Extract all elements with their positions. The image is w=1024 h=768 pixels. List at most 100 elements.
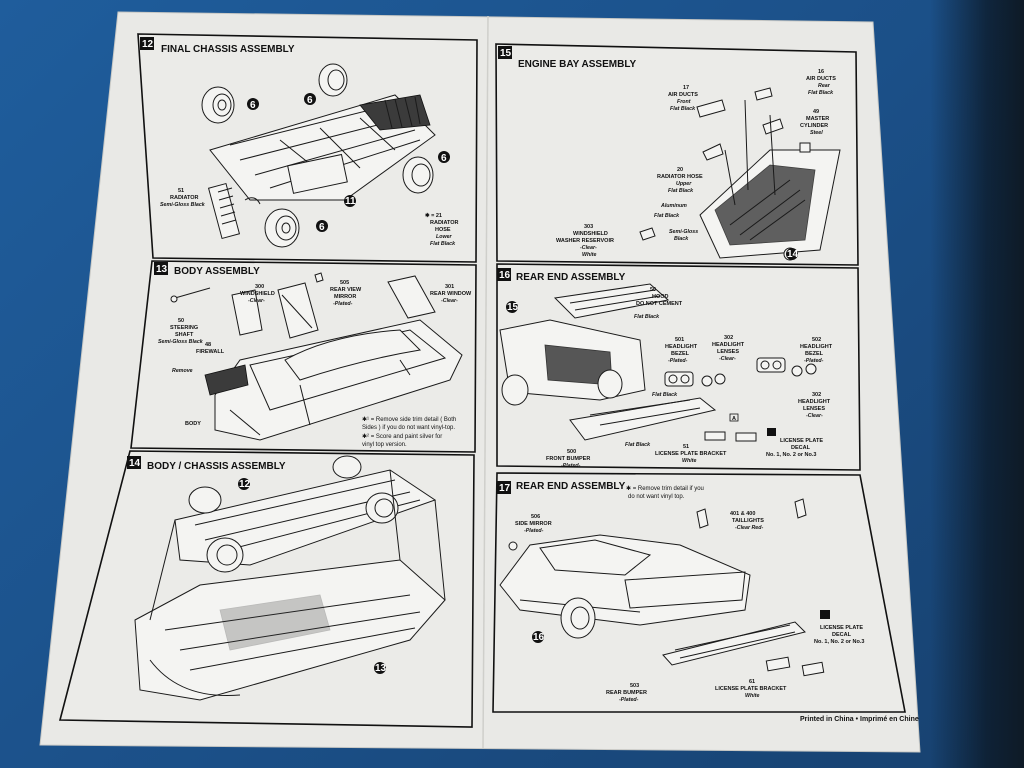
label-mirror: REAR VIEW	[330, 287, 362, 293]
label-bracket-17-num: 61	[749, 679, 755, 685]
svg-text:13: 13	[375, 663, 387, 674]
label-rear-bumper-num: 503	[630, 683, 639, 689]
label-rear-window-finish: -Clear-	[441, 298, 458, 304]
label-upper-hose-finish: Flat Black	[668, 188, 694, 194]
label-duct-front-num: 17	[683, 85, 689, 91]
side-mirror-part	[508, 541, 518, 551]
wheel-rear-left	[318, 63, 348, 97]
label-side-mirror: SIDE MIRROR	[515, 521, 552, 527]
mirror-part	[314, 272, 324, 283]
svg-text:14: 14	[787, 249, 799, 260]
label-side-mirror-num: 506	[531, 514, 540, 520]
label-marker: A	[732, 416, 736, 422]
label-steering-finish: Semi-Gloss Black	[158, 339, 204, 345]
label-washer: WINDSHIELD	[573, 231, 608, 237]
taillight-parts	[696, 498, 807, 529]
label-hood-note: DO NOT CEMENT	[636, 301, 683, 307]
label-aluminum: Aluminum	[660, 203, 687, 209]
callout-15: 15	[506, 301, 519, 313]
panel-16-title: REAR END ASSEMBLY	[516, 272, 626, 283]
label-bezel-r2: BEZEL	[805, 351, 824, 357]
label-windshield-num: 300	[255, 284, 264, 290]
panel-15-title: ENGINE BAY ASSEMBLY	[518, 59, 637, 70]
label-windshield: WINDSHIELD	[240, 291, 275, 297]
wheel-front-left	[201, 86, 235, 124]
body-shell-illustration	[204, 319, 463, 441]
label-master-num: 49	[813, 109, 819, 115]
note-2a: ✱² = Score and paint silver for	[362, 433, 442, 440]
panel-13-title: BODY ASSEMBLY	[174, 266, 260, 277]
panel-16-number: 16	[499, 270, 511, 281]
svg-text:12: 12	[239, 479, 251, 490]
panel-14: 14 BODY / CHASSIS ASSEMBLY 12 13	[58, 450, 475, 728]
steering-shaft-part	[170, 287, 211, 303]
svg-text:6: 6	[441, 153, 447, 164]
label-hose-name2: HOSE	[435, 227, 451, 233]
label-bumper: FRONT BUMPER	[546, 456, 590, 462]
label-bracket-num: 51	[683, 444, 689, 450]
panel-17: 17 REAR END ASSEMBLY ✱ = Remove trim det…	[492, 472, 906, 713]
wheel-front-right	[264, 208, 300, 248]
label-duct-rear: AIR DUCTS	[806, 76, 836, 82]
label-hood: HOOD	[652, 294, 669, 300]
label-steering-num: 50	[178, 318, 184, 324]
label-upper-hose-pos: Upper	[676, 181, 692, 187]
hood-part	[553, 283, 670, 319]
label-decal: LICENSE PLATE	[780, 438, 823, 444]
label-master: MASTER	[806, 116, 829, 122]
label-semigloss2: Black	[674, 236, 689, 242]
car-front-illustration	[499, 319, 646, 406]
label-lens-finish: -Clear-	[719, 356, 736, 362]
label-steering: STEERING	[170, 325, 198, 331]
windshield-part	[277, 282, 319, 339]
master-cylinder-part	[799, 142, 811, 153]
label-mirror-finish: -Plated-	[333, 301, 353, 307]
label-body: BODY	[185, 421, 201, 427]
washer-reservoir-part	[639, 227, 656, 241]
license-bracket-part	[704, 431, 757, 442]
panel-15: 15 ENGINE BAY ASSEMBLY 17 AIR DUCTS Fron…	[495, 43, 859, 266]
label-washer2: WASHER RESERVOIR	[556, 238, 614, 244]
note-17-1: ✱ = Remove trim detail if you	[626, 485, 704, 492]
label-bezel-finish: -Plated-	[668, 358, 688, 364]
label-bumper-finish: -Plated-	[561, 463, 581, 469]
svg-text:6: 6	[307, 95, 313, 106]
label-washer-finish1: -Clear-	[580, 245, 597, 251]
label-washer-finish2: White	[582, 252, 596, 258]
label-semigloss: Semi-Gloss	[669, 229, 698, 235]
label-tail-num: 401 & 400	[730, 511, 755, 517]
label-hood-finish: Flat Black	[634, 314, 660, 320]
label-bezel-r-num: 502	[812, 337, 821, 343]
label-mirror-num: 505	[340, 280, 349, 286]
svg-text:16: 16	[533, 632, 545, 643]
panel-14-title: BODY / CHASSIS ASSEMBLY	[147, 461, 286, 472]
label-master2: CYLINDER	[800, 123, 828, 129]
callout-6-c: 6	[438, 151, 450, 164]
label-radiator: RADIATOR	[170, 195, 199, 201]
callout-6-d: 6	[316, 220, 328, 233]
air-duct-parts	[696, 87, 784, 161]
label-flat-black2: Flat Black	[652, 392, 678, 398]
headlight-bezels	[664, 357, 817, 387]
panel-13: 13 BODY ASSEMBLY 300 WINDSHIELD -Clear- …	[130, 260, 477, 453]
label-windshield-finish: -Clear-	[248, 298, 265, 304]
front-bumper-part	[569, 397, 717, 441]
label-master-finish: Steel	[810, 130, 823, 136]
label-firewall: FIREWALL	[196, 349, 225, 355]
callout-16: 16	[532, 631, 545, 643]
panel-15-number: 15	[500, 48, 512, 59]
callout-13: 13	[374, 662, 387, 674]
decal-swatch-17	[820, 610, 830, 619]
label-lens-r-num: 302	[812, 392, 821, 398]
label-hose-finish: Flat Black	[430, 241, 456, 247]
label-lens-num: 302	[724, 335, 733, 341]
label-duct-front-pos: Front	[677, 99, 691, 105]
note-1b: Sides ) if you do not want vinyl-top.	[362, 425, 455, 431]
label-bumper-num: 500	[567, 449, 576, 455]
label-lens2: LENSES	[717, 349, 739, 355]
svg-text:15: 15	[507, 302, 519, 313]
label-flat-black3: Flat Black	[625, 442, 651, 448]
label-flat-black: Flat Black	[654, 213, 680, 219]
center-fold	[482, 15, 489, 749]
